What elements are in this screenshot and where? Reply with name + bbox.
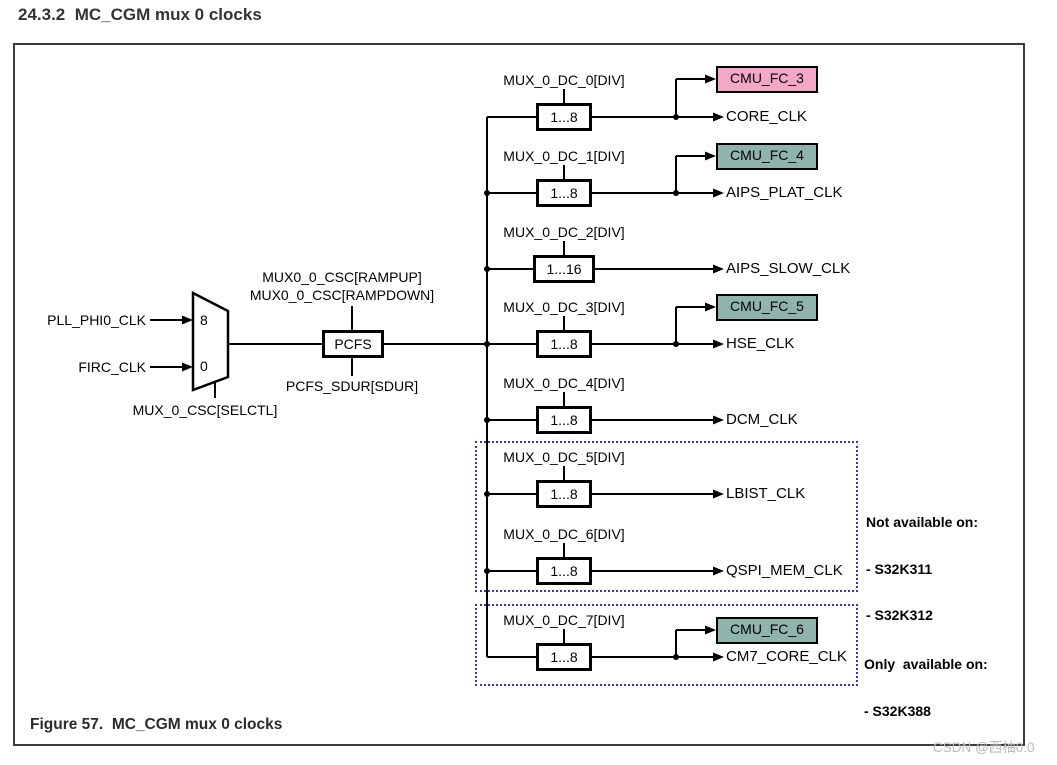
divider-box-5: 1...8 — [536, 480, 592, 508]
output-label-hse-clk: HSE_CLK — [726, 335, 795, 352]
junction-dots — [484, 114, 679, 660]
output-label-lbist-clk: LBIST_CLK — [726, 485, 806, 502]
pcfs-sdur-label: PCFS_SDUR[SDUR] — [285, 378, 419, 394]
pcfs-rampup-label: MUX0_0_CSC[RAMPUP] — [262, 269, 422, 285]
only-available-note: Only available on: - S32K388 — [864, 626, 988, 750]
arrowheads — [182, 74, 724, 662]
watermark: CSDN @西柚0.0 — [933, 740, 1035, 755]
note-title: Not available on: — [866, 514, 979, 530]
figure-frame — [13, 43, 1025, 746]
note-item: - S32K311 — [866, 560, 933, 577]
mux-select-label: MUX_0_CSC[SELCTL] — [132, 402, 278, 418]
divider-box-1: 1...8 — [536, 179, 592, 207]
pcfs-box: PCFS — [322, 330, 384, 358]
note-item: - S32K312 — [866, 607, 933, 623]
divider-box-6: 1...8 — [536, 557, 592, 585]
not-available-group-box — [475, 441, 858, 592]
divider-label-0: MUX_0_DC_0[DIV] — [503, 72, 625, 88]
note-item: - S32K388 — [864, 702, 931, 719]
divider-label-4: MUX_0_DC_4[DIV] — [503, 375, 625, 391]
not-available-note: Not available on: - S32K311 - S32K312 — [866, 484, 978, 655]
divider-box-3: 1...8 — [536, 330, 592, 358]
pcfs-rampdown-label: MUX0_0_CSC[RAMPDOWN] — [249, 287, 435, 303]
divider-box-7: 1...8 — [536, 643, 592, 671]
input-label-pll-phi0-clk: PLL_PHI0_CLK — [47, 312, 146, 328]
output-label-aips-slow-clk: AIPS_SLOW_CLK — [726, 260, 851, 277]
divider-label-5: MUX_0_DC_5[DIV] — [503, 449, 625, 465]
output-label-cm7-core-clk: CM7_CORE_CLK — [726, 648, 847, 665]
mux-port-8: 8 — [200, 312, 208, 328]
output-label-dcm-clk: DCM_CLK — [726, 411, 798, 428]
section-title: 24.3.2 MC_CGM mux 0 clocks — [18, 5, 262, 24]
divider-label-1: MUX_0_DC_1[DIV] — [503, 148, 625, 164]
cmu-box-fc6: CMU_FC_6 — [716, 617, 818, 644]
only-available-group-box — [475, 604, 858, 686]
mux-shape — [191, 290, 230, 392]
note-title: Only available on: — [864, 656, 988, 672]
divider-box-2: 1...16 — [533, 255, 595, 283]
mux-port-0: 0 — [200, 358, 208, 374]
output-label-core-clk: CORE_CLK — [726, 108, 807, 125]
input-label-firc-clk: FIRC_CLK — [78, 359, 146, 375]
divider-box-0: 1...8 — [536, 103, 592, 131]
cmu-box-fc3: CMU_FC_3 — [716, 66, 818, 93]
divider-label-2: MUX_0_DC_2[DIV] — [503, 224, 625, 240]
divider-box-4: 1...8 — [536, 406, 592, 434]
divider-label-7: MUX_0_DC_7[DIV] — [503, 612, 625, 628]
divider-label-3: MUX_0_DC_3[DIV] — [503, 299, 625, 315]
output-label-qspi-mem-clk: QSPI_MEM_CLK — [726, 562, 843, 579]
figure-caption: Figure 57. MC_CGM mux 0 clocks — [30, 716, 283, 733]
output-label-aips-plat-clk: AIPS_PLAT_CLK — [726, 184, 843, 201]
divider-label-6: MUX_0_DC_6[DIV] — [503, 526, 625, 542]
cmu-box-fc5: CMU_FC_5 — [716, 294, 818, 321]
cmu-box-fc4: CMU_FC_4 — [716, 143, 818, 170]
